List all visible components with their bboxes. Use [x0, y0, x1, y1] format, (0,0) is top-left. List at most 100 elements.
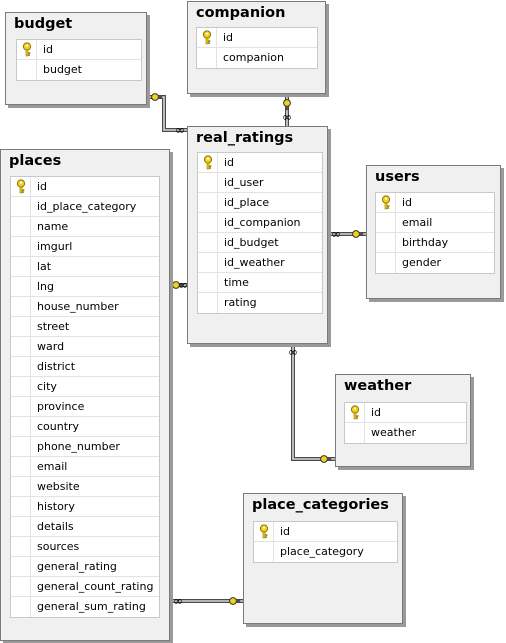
column-name: street [37, 320, 70, 333]
column-row[interactable]: id [198, 153, 322, 173]
column-row[interactable]: gender [376, 253, 494, 273]
column-row[interactable]: email [11, 457, 159, 477]
column-row[interactable]: province [11, 397, 159, 417]
relationship-places-place_categories[interactable]: ∞ [170, 594, 243, 608]
column-row[interactable]: name [11, 217, 159, 237]
key-cell [11, 357, 31, 376]
many-end-infinity-icon: ∞ [331, 227, 341, 241]
column-name: country [37, 420, 80, 433]
column-row[interactable]: rating [198, 293, 322, 313]
column-row[interactable]: ward [11, 337, 159, 357]
key-cell [11, 277, 31, 296]
key-cell [198, 253, 218, 272]
column-row[interactable]: street [11, 317, 159, 337]
key-cell [11, 517, 31, 536]
column-row[interactable]: weather [345, 423, 466, 443]
many-end-infinity-icon: ∞ [288, 345, 298, 359]
column-row[interactable]: imgurl [11, 237, 159, 257]
column-row[interactable]: place_category [254, 542, 397, 562]
column-name: website [37, 480, 80, 493]
column-row[interactable]: id_companion [198, 213, 322, 233]
table-title: places [9, 153, 62, 169]
column-name: rating [224, 296, 257, 309]
column-name: lng [37, 280, 55, 293]
key-cell [376, 233, 396, 252]
column-row[interactable]: history [11, 497, 159, 517]
column-row[interactable]: id [345, 403, 466, 423]
column-row[interactable]: city [11, 377, 159, 397]
relationship-real_ratings-weather[interactable]: ∞ [288, 344, 335, 463]
column-name: time [224, 276, 249, 289]
column-row[interactable]: house_number [11, 297, 159, 317]
column-name: district [37, 360, 76, 373]
table-budget[interactable]: budget id budget [5, 12, 147, 105]
key-cell [11, 577, 31, 596]
table-title: companion [196, 5, 286, 21]
column-row[interactable]: id [17, 40, 141, 60]
primary-key-icon [381, 195, 391, 210]
relationship-real_ratings-companion[interactable]: ∞ [282, 94, 292, 126]
column-row[interactable]: lng [11, 277, 159, 297]
one-end-key-icon [151, 93, 163, 101]
column-row[interactable]: district [11, 357, 159, 377]
key-cell [198, 193, 218, 212]
key-cell [197, 28, 217, 47]
column-row[interactable]: id [254, 522, 397, 542]
column-name: province [37, 400, 85, 413]
column-name: name [37, 220, 69, 233]
column-row[interactable]: email [376, 213, 494, 233]
column-row[interactable]: budget [17, 60, 141, 80]
many-end-infinity-icon: ∞ [175, 123, 185, 137]
relationship-real_ratings-users[interactable]: ∞ [328, 227, 366, 241]
column-row[interactable]: birthday [376, 233, 494, 253]
column-name: gender [402, 256, 441, 269]
table-title: users [375, 169, 420, 185]
column-name: history [37, 500, 75, 513]
column-name: id_budget [224, 236, 279, 249]
column-row[interactable]: companion [197, 48, 317, 68]
relationship-real_ratings-places[interactable]: ∞ [170, 278, 188, 292]
column-row[interactable]: time [198, 273, 322, 293]
column-row[interactable]: id_place_category [11, 197, 159, 217]
column-row[interactable]: country [11, 417, 159, 437]
column-row[interactable]: id_user [198, 173, 322, 193]
key-cell [198, 213, 218, 232]
relationship-real_ratings-budget[interactable]: ∞ [147, 93, 187, 137]
table-title: budget [14, 16, 73, 32]
column-row[interactable]: general_sum_rating [11, 597, 159, 617]
table-users[interactable]: users id email birthday gender [366, 165, 501, 299]
key-cell [11, 497, 31, 516]
key-cell [17, 40, 37, 59]
column-row[interactable]: phone_number [11, 437, 159, 457]
column-name: birthday [402, 236, 449, 249]
column-row[interactable]: id [376, 193, 494, 213]
column-row[interactable]: id [11, 177, 159, 197]
one-end-key-icon [283, 99, 291, 111]
column-row[interactable]: id_budget [198, 233, 322, 253]
key-cell [198, 293, 218, 313]
column-row[interactable]: general_count_rating [11, 577, 159, 597]
column-row[interactable]: sources [11, 537, 159, 557]
key-cell [11, 317, 31, 336]
column-row[interactable]: id [197, 28, 317, 48]
column-name: phone_number [37, 440, 120, 453]
key-cell [254, 542, 274, 562]
column-name: id [43, 43, 54, 56]
column-name: email [402, 216, 433, 229]
key-cell [345, 423, 365, 443]
column-name: id_companion [224, 216, 301, 229]
column-row[interactable]: general_rating [11, 557, 159, 577]
column-row[interactable]: id_weather [198, 253, 322, 273]
column-row[interactable]: id_place [198, 193, 322, 213]
column-row[interactable]: lat [11, 257, 159, 277]
column-row[interactable]: website [11, 477, 159, 497]
column-row[interactable]: details [11, 517, 159, 537]
column-name: lat [37, 260, 52, 273]
key-cell [376, 253, 396, 273]
column-name: budget [43, 63, 82, 76]
